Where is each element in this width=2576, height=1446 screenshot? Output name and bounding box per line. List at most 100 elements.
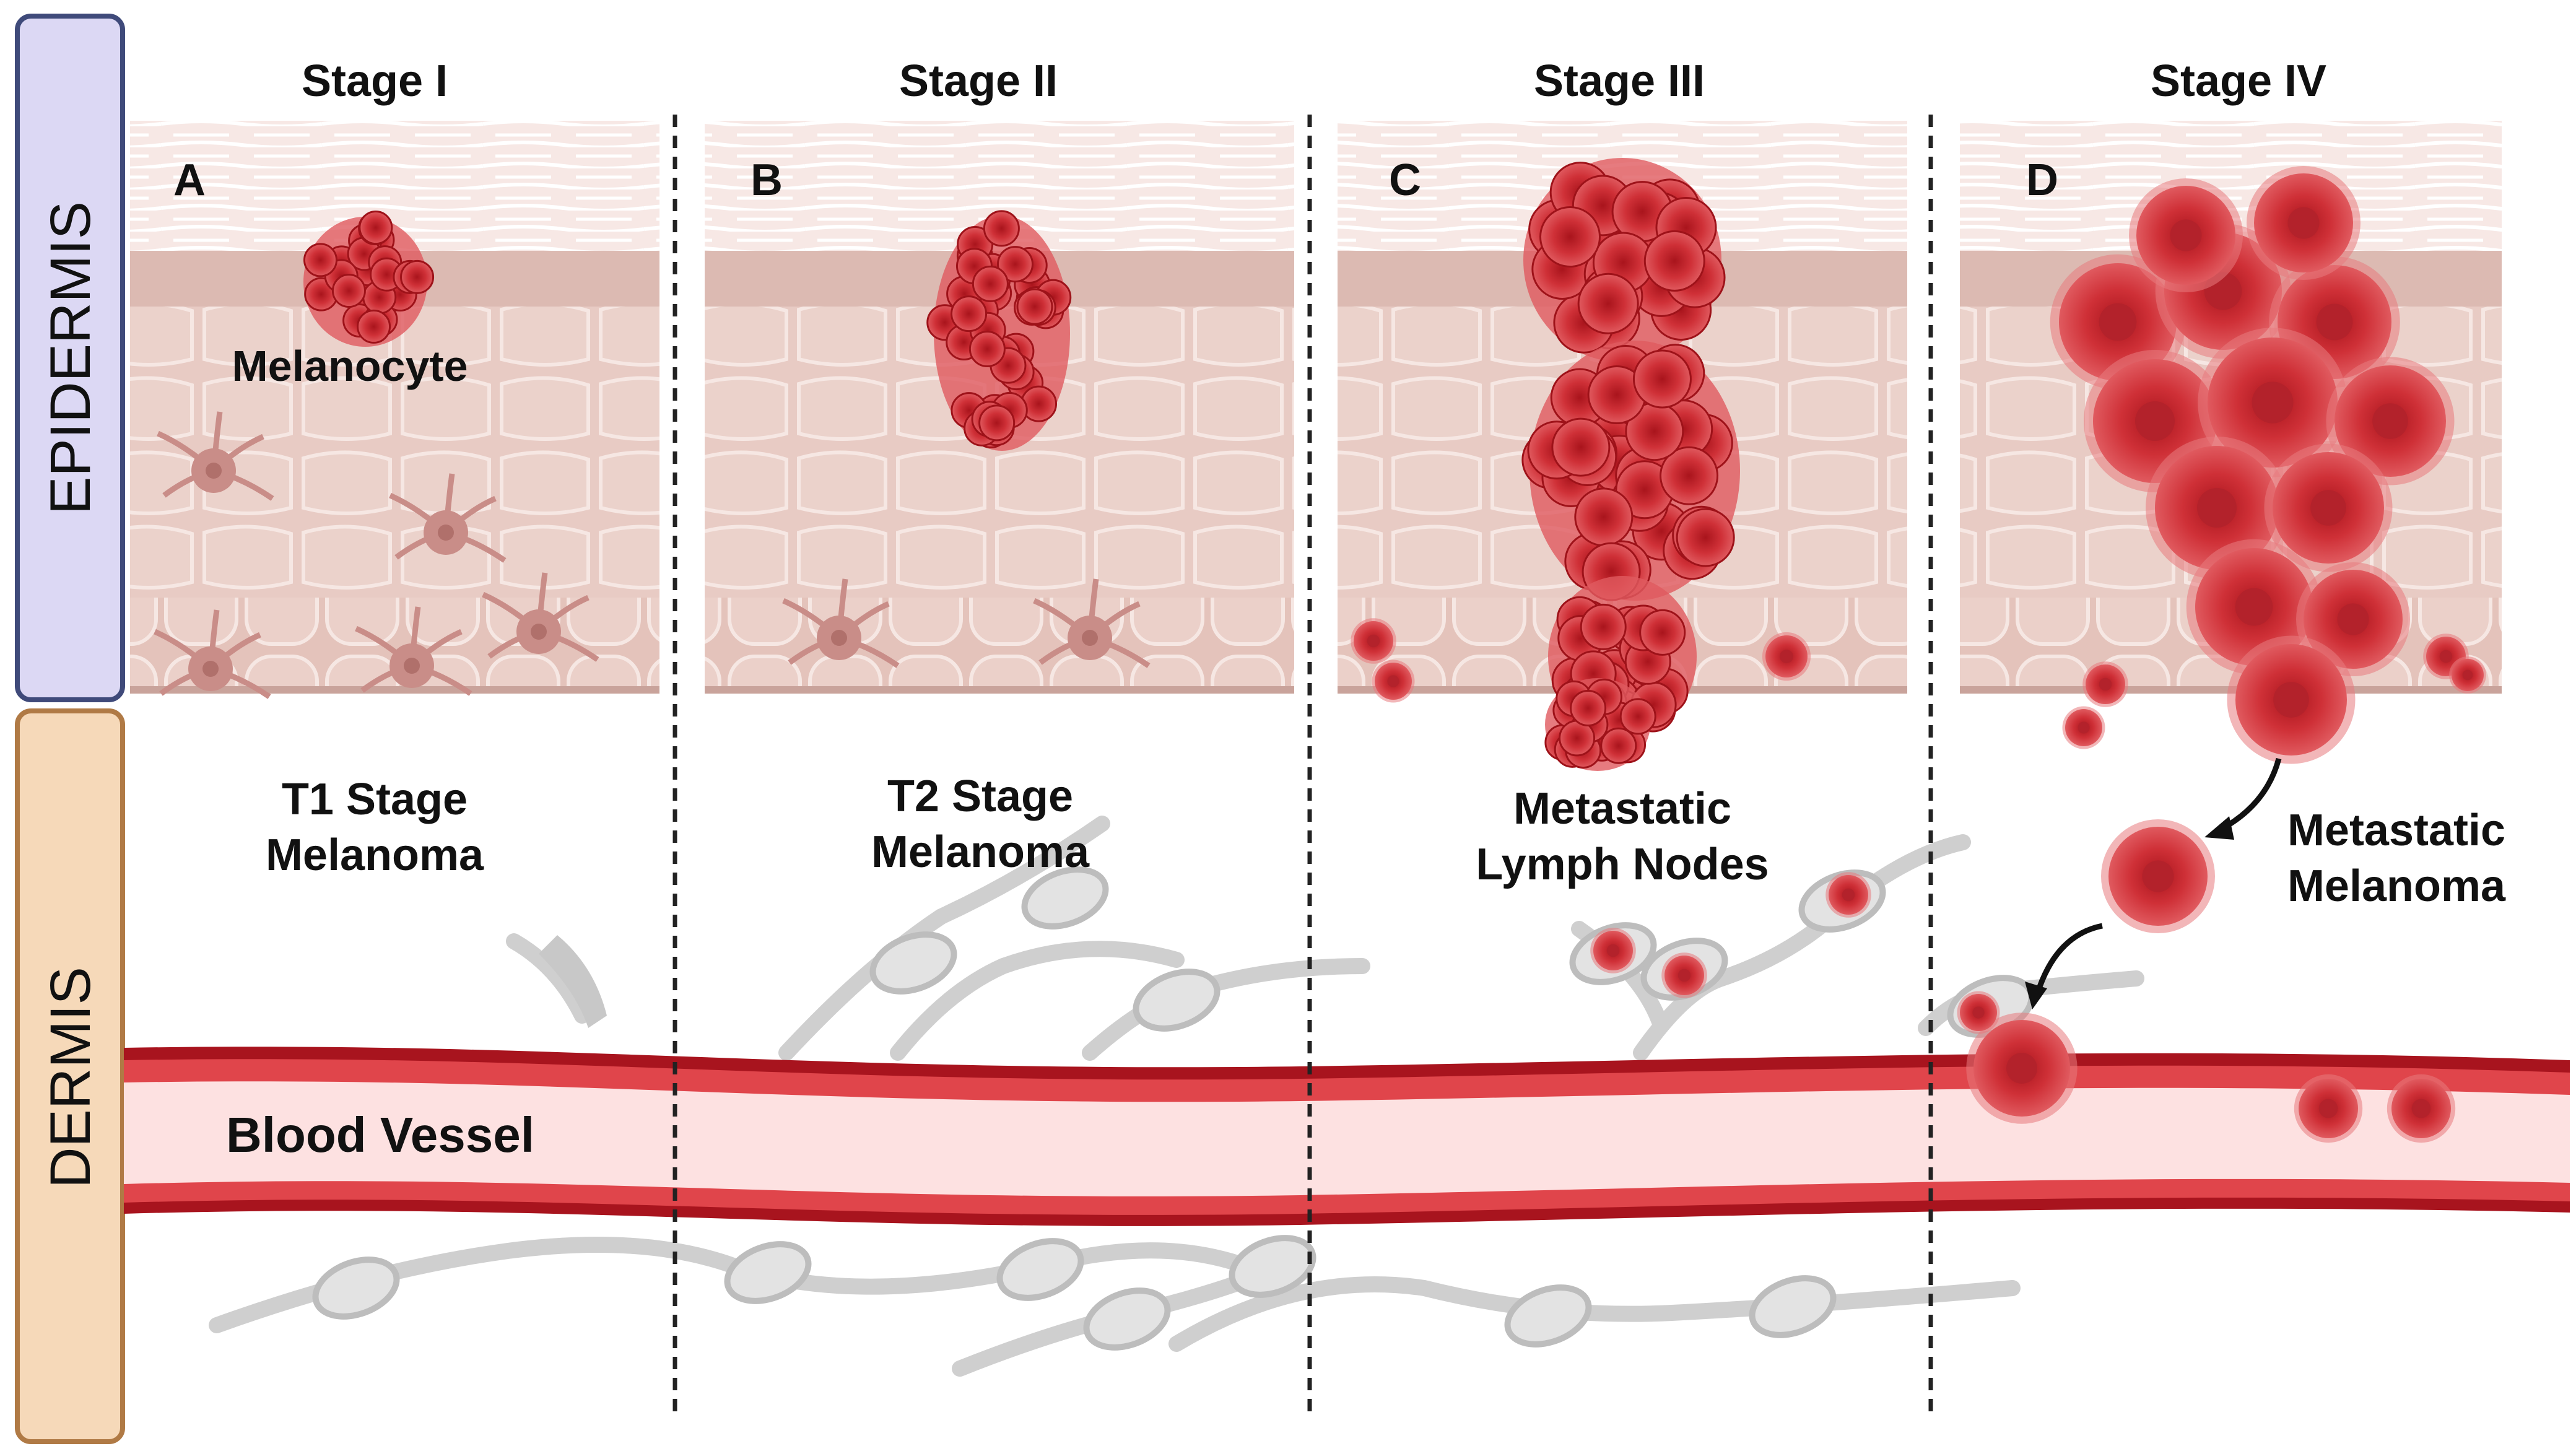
tumor-nucleus bbox=[2310, 490, 2346, 526]
tumor-nucleus bbox=[2252, 381, 2294, 424]
cluster-cell bbox=[996, 246, 1033, 283]
tumor-nucleus bbox=[2170, 219, 2202, 251]
circulating-tumor-cell-2 bbox=[1966, 1013, 2078, 1124]
vessel-lumen bbox=[124, 1081, 2570, 1196]
lymph-node-7 bbox=[1083, 1287, 1171, 1351]
metastatic-cell-4 bbox=[2082, 661, 2128, 707]
stage-title-3: Stage III bbox=[1534, 56, 1705, 106]
tumor-nucleus bbox=[2411, 1099, 2431, 1118]
lymph-node-tumor-3 bbox=[1661, 952, 1707, 998]
arrow-2-head bbox=[2025, 982, 2047, 1009]
panel-letter-d: D bbox=[2026, 155, 2058, 205]
lymph-node-8 bbox=[1229, 1235, 1316, 1298]
lymph-node-1 bbox=[1021, 866, 1109, 930]
tumor-nucleus bbox=[1606, 944, 1620, 957]
circulating-tumor-cell-1 bbox=[2101, 819, 2215, 933]
nucleus bbox=[438, 525, 454, 541]
cluster-cell bbox=[1570, 690, 1607, 727]
cluster-cell bbox=[1580, 603, 1627, 650]
melanocyte-cell-7 bbox=[1033, 578, 1151, 668]
nucleus bbox=[206, 463, 222, 479]
caption-2-line-1: T2 Stage bbox=[887, 772, 1073, 821]
caption-2-line-2: Melanoma bbox=[871, 827, 1090, 877]
tumor-nucleus bbox=[2318, 1099, 2338, 1118]
tumor-stage-1 bbox=[303, 211, 435, 347]
tumor-stage-4-cell-6 bbox=[2326, 357, 2455, 486]
epidermis-label: EPIDERMIS bbox=[39, 201, 102, 515]
tumor-nucleus bbox=[2135, 401, 2175, 441]
tumor-nucleus bbox=[2316, 303, 2353, 341]
stage-title-1: Stage I bbox=[302, 56, 448, 106]
tumor-nucleus bbox=[2439, 650, 2453, 663]
tumor-nucleus bbox=[2099, 677, 2112, 691]
tumor-stage-4-cell-12 bbox=[2129, 178, 2243, 292]
melanocyte-cell-6 bbox=[782, 578, 900, 668]
cluster-cell bbox=[1577, 272, 1639, 334]
cluster-cell bbox=[1539, 206, 1601, 268]
lymph-vessel-1 bbox=[506, 933, 590, 1024]
caption-1-line-1: T1 Stage bbox=[282, 775, 468, 824]
epidermis-box bbox=[15, 14, 125, 702]
nucleus bbox=[831, 630, 847, 646]
tumor-stage-2 bbox=[926, 210, 1072, 451]
tumor-nucleus bbox=[2462, 669, 2473, 681]
melanocyte-cell-5 bbox=[482, 572, 599, 662]
cluster-cell bbox=[1632, 349, 1692, 409]
cluster-cell bbox=[968, 331, 1006, 368]
cluster-cell bbox=[1643, 230, 1705, 292]
basement-line bbox=[705, 686, 1294, 694]
panel-letter-c: C bbox=[1389, 155, 1421, 205]
tumor-nucleus bbox=[2372, 403, 2408, 439]
cluster-cell bbox=[1619, 698, 1656, 735]
nucleus bbox=[1082, 630, 1098, 646]
metastatic-cell-3 bbox=[1762, 632, 1811, 681]
tumor-nucleus bbox=[2197, 488, 2237, 528]
cluster-cell bbox=[303, 243, 337, 277]
stage-title-2: Stage II bbox=[899, 56, 1058, 106]
metastatic-cell-5 bbox=[2062, 706, 2105, 749]
cluster-cell bbox=[400, 259, 435, 294]
stage-captions: T1 Stage Melanoma T2 Stage Melanoma Meta… bbox=[266, 772, 2506, 911]
cluster-cell bbox=[951, 295, 988, 333]
lymph-node-5 bbox=[724, 1241, 812, 1304]
blood-vessel-label: Blood Vessel bbox=[226, 1107, 534, 1162]
panel-letters: A B C D bbox=[173, 155, 2058, 205]
lymph-vessel-2 bbox=[778, 816, 1110, 1061]
tumor-nucleus bbox=[1842, 888, 1855, 902]
blood-vessel bbox=[124, 1047, 2570, 1226]
lymph-node-6 bbox=[996, 1238, 1084, 1301]
basal-layer bbox=[705, 598, 1294, 690]
caption-1-line-2: Melanoma bbox=[266, 830, 484, 880]
lymph-valve bbox=[539, 935, 607, 1028]
dermis-label: DERMIS bbox=[39, 967, 102, 1188]
panel-letter-a: A bbox=[173, 155, 206, 205]
circulating-tumor-cell-4 bbox=[2294, 1074, 2363, 1143]
nucleus bbox=[404, 658, 420, 674]
tumor-nucleus bbox=[2337, 603, 2369, 635]
cluster-cell bbox=[1676, 508, 1735, 567]
cluster-cell bbox=[331, 274, 366, 308]
cluster-cell bbox=[983, 210, 1020, 247]
lymph-network bbox=[209, 816, 2144, 1377]
metastasis-arrows bbox=[2025, 757, 2282, 1009]
tumor-stage-4-cell-11 bbox=[2227, 635, 2356, 764]
lymph-node-10 bbox=[1749, 1275, 1837, 1338]
cluster-cell bbox=[1574, 487, 1634, 547]
lymph-vessel-4 bbox=[1082, 958, 1370, 1061]
lymph-node-2 bbox=[869, 931, 957, 995]
melanocyte-cell-1 bbox=[157, 411, 274, 501]
melanocyte-label: Melanocyte bbox=[232, 342, 468, 390]
nucleus bbox=[531, 624, 547, 640]
cluster-cell bbox=[978, 404, 1016, 442]
circulating-tumor-cell-5 bbox=[2387, 1074, 2456, 1143]
cluster-cell bbox=[1600, 727, 1637, 764]
lymph-node-9 bbox=[1504, 1284, 1592, 1348]
circulating-tumor-cell-3 bbox=[1957, 991, 2000, 1034]
skin-panel-1 bbox=[130, 121, 659, 694]
lymph-node-3 bbox=[1133, 969, 1221, 1032]
cluster-cell bbox=[357, 309, 391, 344]
cluster-cell bbox=[1551, 417, 1611, 477]
tumor-nucleus bbox=[2287, 207, 2320, 239]
lymph-vessel-7 bbox=[1168, 1276, 2021, 1352]
